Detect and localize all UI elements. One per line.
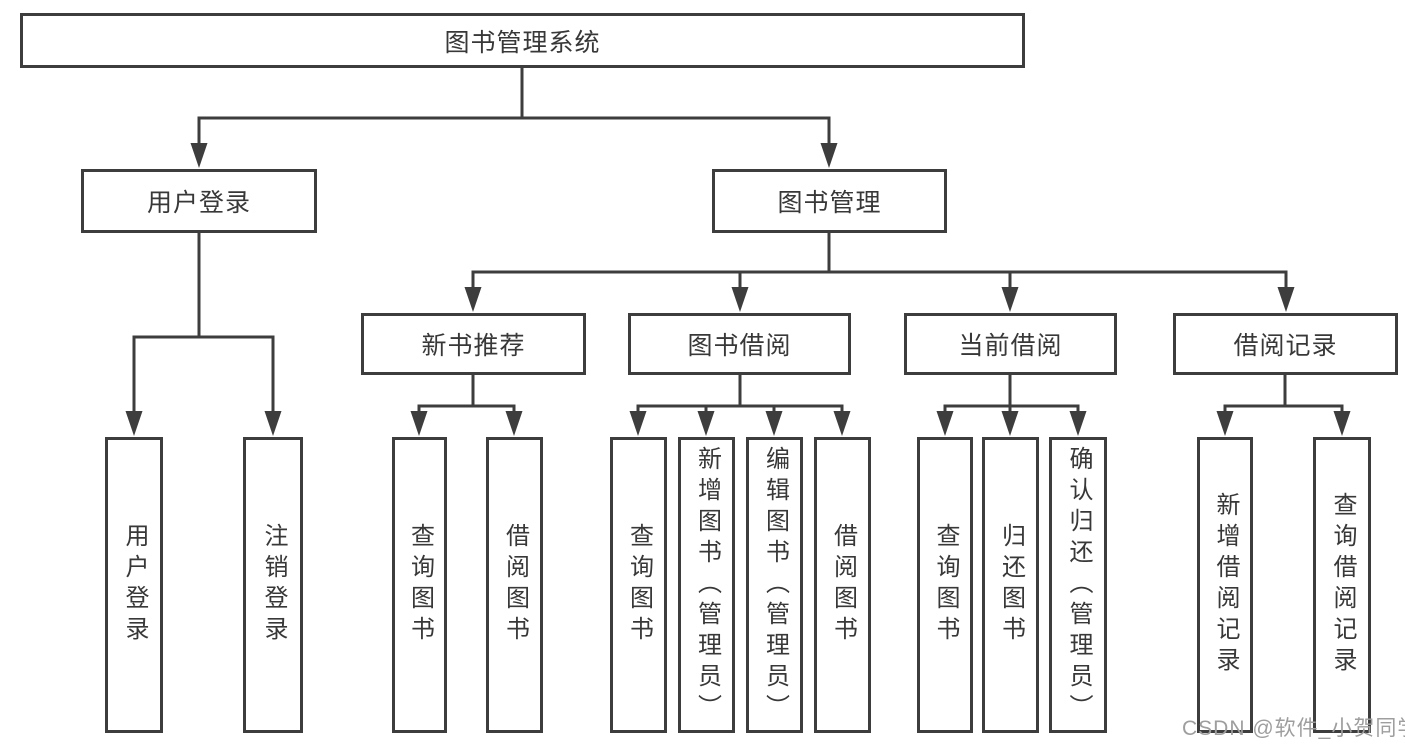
leaf-add-borrow-record: 新增借阅记录 <box>1197 437 1253 733</box>
leaf-confirm-return-admin: 确认归还（管理员） <box>1049 437 1107 733</box>
arrow-down-icon <box>1069 411 1087 436</box>
arrow-down-icon <box>629 411 647 436</box>
leaf-add-book-admin: 新增图书（管理员） <box>678 437 735 733</box>
leaf-query-borrow-record: 查询借阅记录 <box>1313 437 1371 733</box>
leaf-logout: 注销登录 <box>243 437 303 733</box>
leaf-borrow-books: 借阅图书 <box>486 437 543 733</box>
node-book-management: 图书管理 <box>712 169 947 233</box>
leaf-query-books: 查询图书 <box>392 437 447 733</box>
node-book-borrowing: 图书借阅 <box>628 313 851 375</box>
node-library-management-system: 图书管理系统 <box>20 13 1025 68</box>
leaf-query-books: 查询图书 <box>917 437 973 733</box>
node-new-book-recommendation: 新书推荐 <box>361 313 586 375</box>
arrow-down-icon <box>820 143 838 168</box>
arrow-down-icon <box>936 411 954 436</box>
arrow-down-icon <box>190 143 208 168</box>
leaf-edit-book-admin: 编辑图书（管理员） <box>746 437 803 733</box>
arrow-down-icon <box>1001 287 1019 312</box>
arrow-down-icon <box>697 411 715 436</box>
arrow-down-icon <box>1277 287 1295 312</box>
arrow-down-icon <box>833 411 851 436</box>
arrow-down-icon <box>1216 411 1234 436</box>
leaf-query-books: 查询图书 <box>610 437 667 733</box>
arrow-down-icon <box>1333 411 1351 436</box>
arrow-down-icons <box>125 143 1351 436</box>
node-current-borrowing: 当前借阅 <box>904 313 1117 375</box>
arrow-down-icon <box>410 411 428 436</box>
arrow-down-icon <box>125 411 143 436</box>
node-borrowing-records: 借阅记录 <box>1173 313 1398 375</box>
node-user-login: 用户登录 <box>81 169 317 233</box>
leaf-user-login: 用户登录 <box>105 437 163 733</box>
arrow-down-icon <box>765 411 783 436</box>
arrow-down-icon <box>505 411 523 436</box>
arrow-down-icon <box>1001 411 1019 436</box>
arrow-down-icon <box>731 287 749 312</box>
leaf-return-book: 归还图书 <box>982 437 1039 733</box>
watermark: CSDN @软件_小贺同学 <box>1182 717 1405 740</box>
arrow-down-icon <box>464 287 482 312</box>
leaf-borrow-books: 借阅图书 <box>814 437 871 733</box>
arrow-down-icon <box>264 411 282 436</box>
